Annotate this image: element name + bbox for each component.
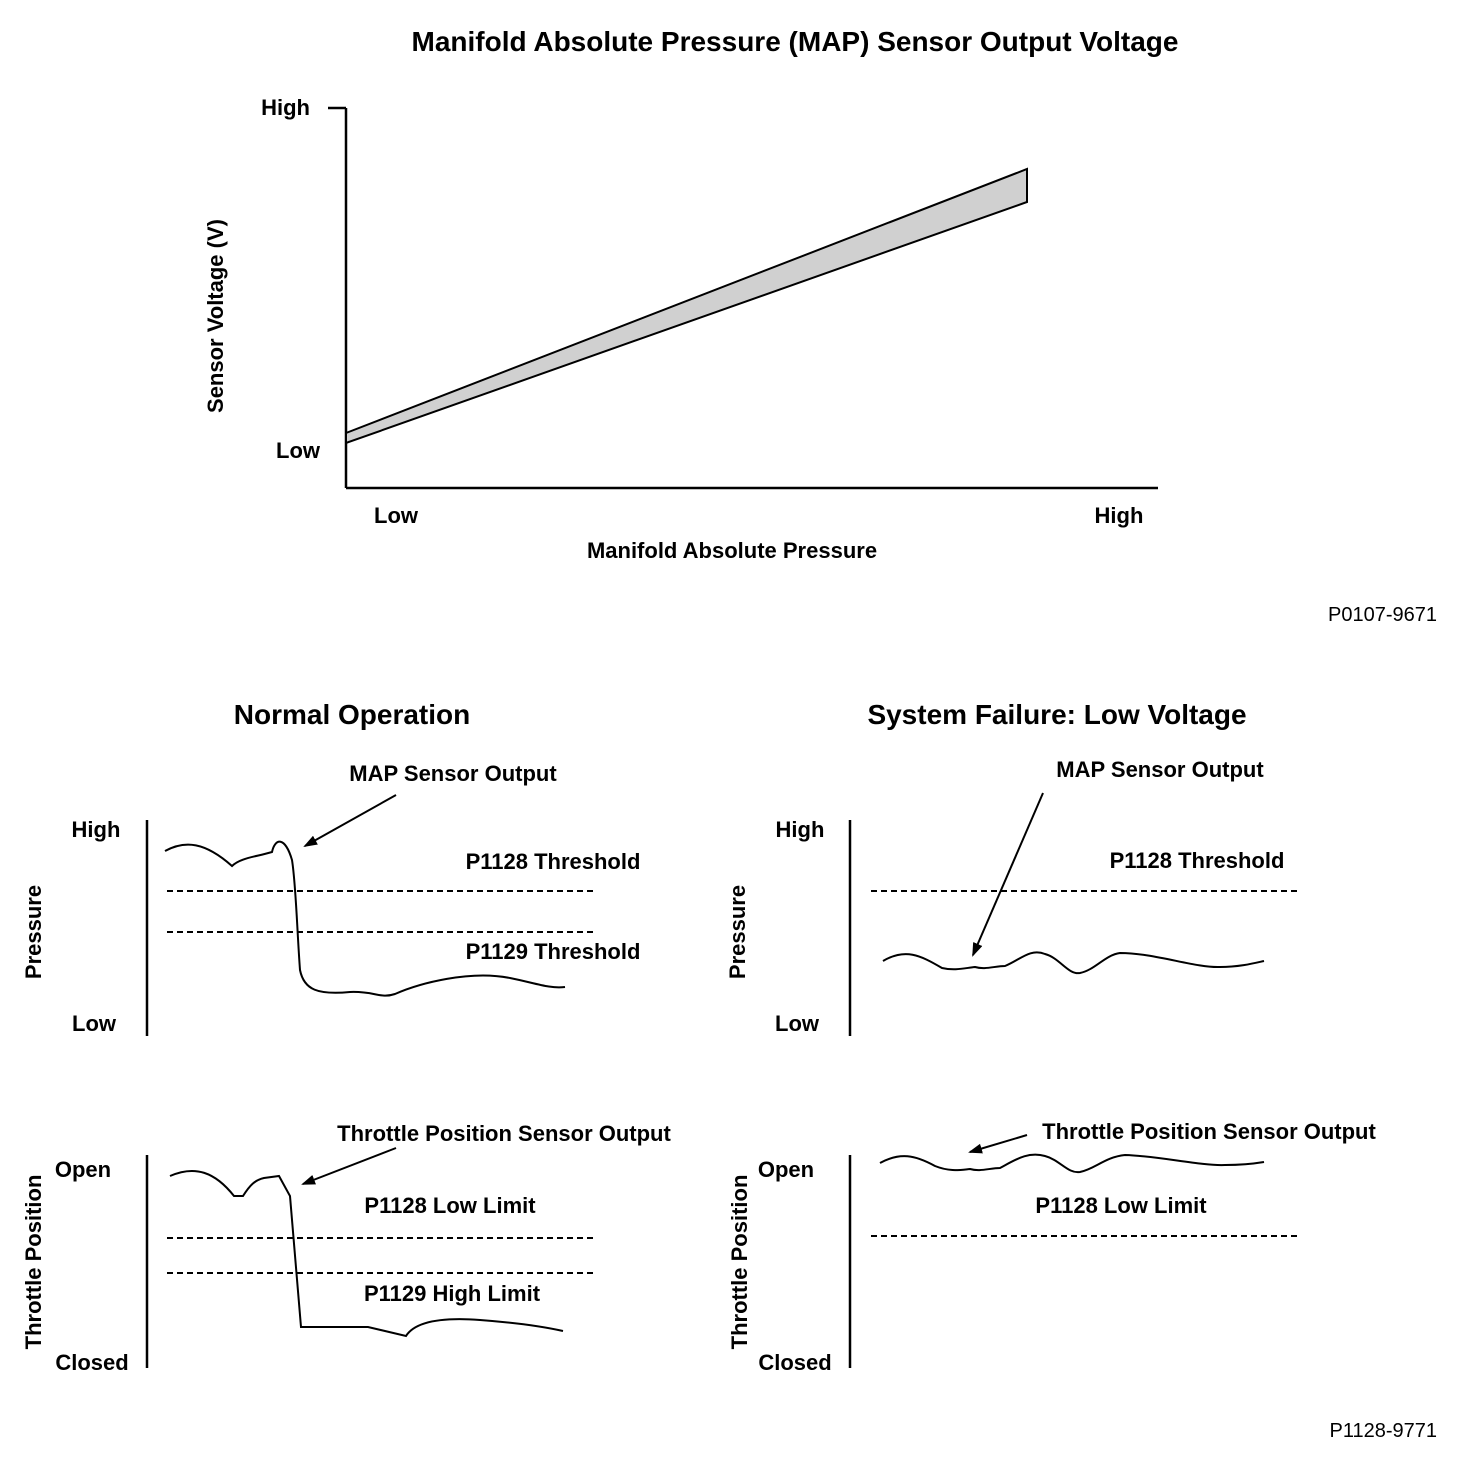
top-chart-y-high-label: High	[261, 95, 310, 120]
failure-pressure-callout: MAP Sensor Output	[1056, 757, 1264, 782]
failure-pressure-y-label: Pressure	[725, 885, 750, 979]
normal-p1129-high-limit-label: P1129 High Limit	[364, 1281, 541, 1306]
normal-throttle-callout: Throttle Position Sensor Output	[337, 1121, 671, 1146]
bottom-figure-code: P1128-9771	[1330, 1420, 1438, 1442]
top-chart-x-low-label: Low	[374, 503, 419, 528]
normal-throttle-y-low: Closed	[55, 1350, 128, 1375]
normal-pressure-callout: MAP Sensor Output	[349, 761, 557, 786]
normal-throttle-y-high: Open	[55, 1157, 111, 1182]
normal-throttle-sensor-output-curve	[169, 1169, 564, 1338]
normal-pressure-y-label: Pressure	[21, 885, 46, 979]
normal-throttle-callout-arrow	[301, 1147, 397, 1185]
sensor-voltage-tolerance-band	[345, 167, 1028, 445]
failure-throttle-callout-arrow	[968, 1134, 1028, 1154]
failure-map-sensor-output-curve	[882, 951, 1265, 975]
failure-throttle-y-low: Closed	[758, 1350, 831, 1375]
top-chart-x-high-label: High	[1095, 503, 1144, 528]
failure-pressure-y-high: High	[776, 817, 825, 842]
normal-pressure-y-high: High	[72, 817, 121, 842]
normal-throttle-y-label: Throttle Position	[21, 1175, 46, 1350]
top-chart-y-axis-label: Sensor Voltage (V)	[203, 219, 228, 413]
failure-p1128-threshold-label: P1128 Threshold	[1110, 848, 1285, 873]
normal-p1129-threshold-label: P1129 Threshold	[466, 939, 641, 964]
failure-p1128-low-limit-label: P1128 Low Limit	[1035, 1193, 1207, 1218]
normal-pressure-callout-arrow	[303, 794, 397, 847]
system-failure-title: System Failure: Low Voltage	[867, 699, 1246, 730]
failure-pressure-callout-arrow	[972, 792, 1044, 957]
failure-throttle-sensor-output-curve	[879, 1153, 1265, 1174]
failure-throttle-callout: Throttle Position Sensor Output	[1042, 1119, 1376, 1144]
normal-p1128-low-limit-label: P1128 Low Limit	[364, 1193, 536, 1218]
normal-map-sensor-output-curve	[164, 840, 566, 997]
normal-operation-title: Normal Operation	[234, 699, 470, 730]
failure-throttle-y-high: Open	[758, 1157, 814, 1182]
normal-pressure-y-low: Low	[72, 1011, 117, 1036]
top-figure-code: P0107-9671	[1328, 604, 1437, 626]
normal-p1128-threshold-label: P1128 Threshold	[466, 849, 641, 874]
top-chart-x-axis-label: Manifold Absolute Pressure	[587, 538, 877, 563]
top-chart-title: Manifold Absolute Pressure (MAP) Sensor …	[412, 26, 1179, 57]
top-chart-y-low-label: Low	[276, 438, 321, 463]
failure-pressure-y-low: Low	[775, 1011, 820, 1036]
failure-throttle-y-label: Throttle Position	[727, 1175, 752, 1350]
